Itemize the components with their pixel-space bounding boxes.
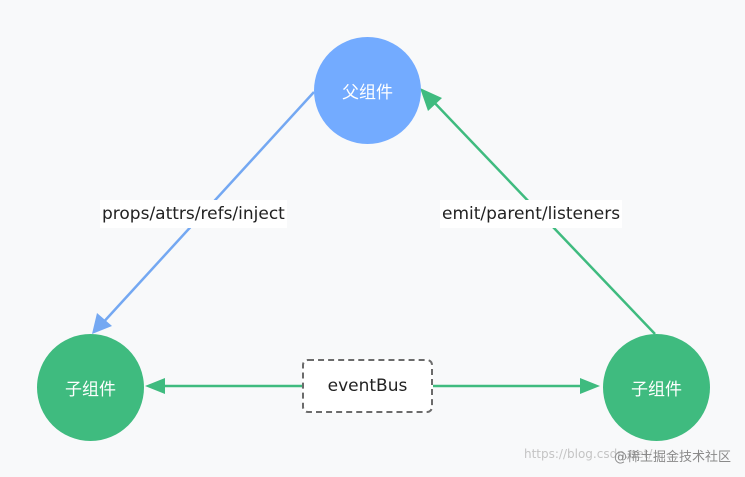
arrowhead-eventbus-to-left xyxy=(145,378,165,394)
watermark-brand: @稀土掘金技术社区 xyxy=(613,450,731,465)
arrowhead-eventbus-to-right xyxy=(580,378,600,394)
eventbus-box: eventBus xyxy=(302,359,433,413)
parent-node-label: 父组件 xyxy=(342,83,393,103)
eventbus-label: eventBus xyxy=(327,376,408,396)
child-node-right: 子组件 xyxy=(603,334,710,441)
parent-node: 父组件 xyxy=(314,37,421,144)
child-node-right-label: 子组件 xyxy=(631,380,682,400)
edge-label-child-to-parent: emit/parent/listeners xyxy=(440,200,623,228)
edge-label-parent-to-child: props/attrs/refs/inject xyxy=(100,200,287,228)
watermark-url: https://blog.csdn.net/... xyxy=(524,447,664,461)
arrowhead-parent-to-child xyxy=(92,313,112,334)
child-node-left: 子组件 xyxy=(37,334,144,441)
child-node-left-label: 子组件 xyxy=(65,380,116,400)
arrowhead-child-to-parent xyxy=(420,88,442,111)
